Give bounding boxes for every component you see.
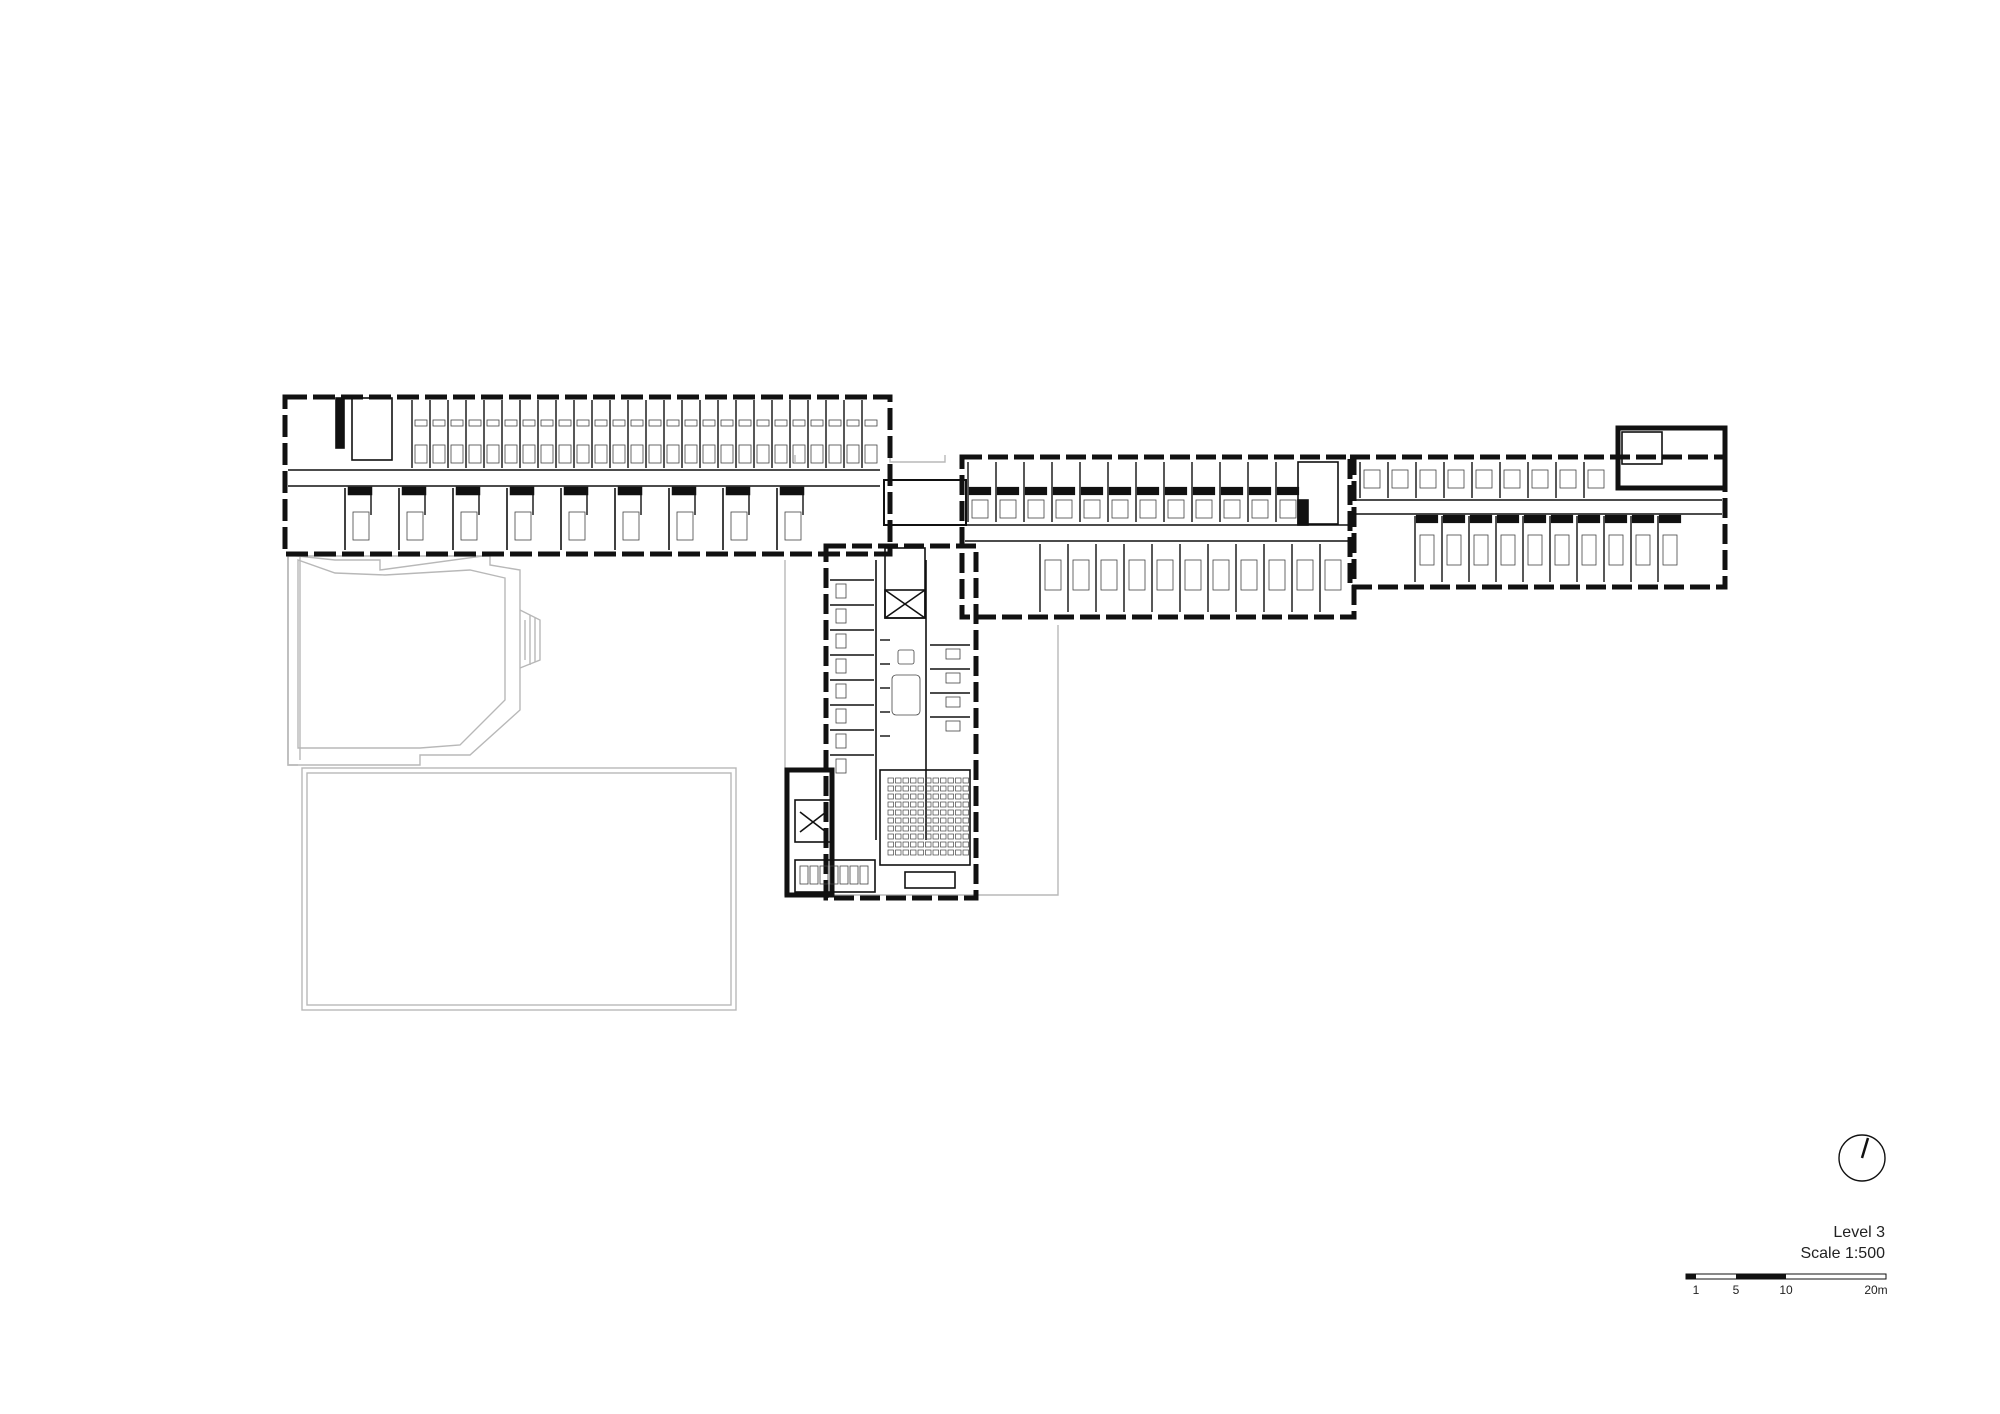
context-block-large [301,767,737,1011]
west-wing [282,394,893,557]
context-buildings [287,455,1059,1011]
scale-bar-labels: 1 5 10 20m [1686,1283,1888,1299]
scale-bar [1685,1273,1887,1280]
east-wing [1347,454,1728,590]
south-stair-tower [784,767,835,898]
level-label: Level 3 [1833,1224,1885,1241]
centre-wing [959,454,1357,620]
room-partitions [344,400,1682,756]
stair-core-south [794,799,832,843]
scale-tick-label: 20m [1864,1283,1888,1297]
scale-label: Scale 1:500 [1800,1245,1885,1262]
east-stair-tower [1615,425,1728,491]
furniture-linework [352,419,1678,885]
link-corridor [883,479,967,526]
drawing-title-block: Level 3 Scale 1:500 [1800,1222,1885,1264]
context-block-octagon [287,554,521,766]
south-wing [823,543,979,901]
scale-tick-label: 5 [1732,1283,1740,1297]
auditorium-seats [887,777,969,856]
north-arrow-icon [1838,1134,1886,1182]
stair-core-west [351,397,393,461]
scale-tick-label: 10 [1779,1283,1793,1297]
scale-tick-label: 1 [1692,1283,1700,1297]
stair-core-link [884,547,926,619]
internal-walls [288,469,1722,893]
stair-core-centre [1297,461,1339,525]
lecture-seating [891,649,921,716]
stair-core-east [1621,431,1663,465]
stair-cores [335,397,1663,843]
building-outline [282,394,1728,901]
